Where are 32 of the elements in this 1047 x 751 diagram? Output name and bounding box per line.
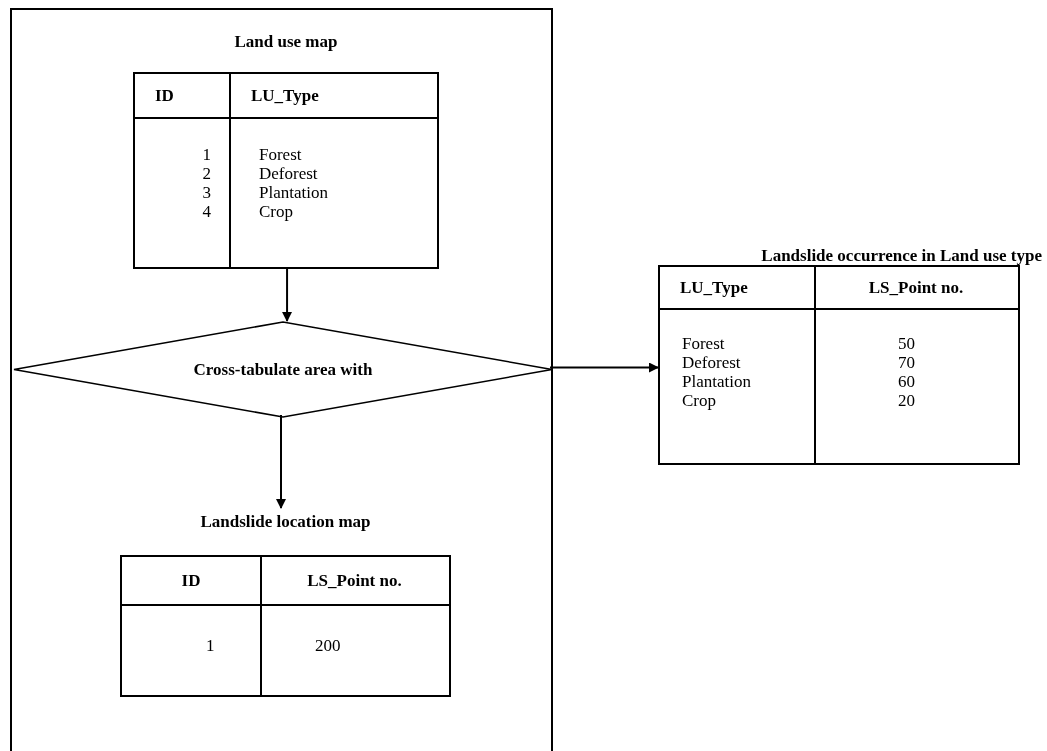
table-entry: 3 xyxy=(202,183,211,202)
table-entry: 200 xyxy=(315,636,341,655)
process-label: Cross-tabulate area with xyxy=(193,358,373,381)
arrow xyxy=(549,362,659,373)
column-heading: ID xyxy=(181,569,201,592)
table-entry: 4 xyxy=(202,202,211,221)
table-title: Land use map xyxy=(234,32,338,52)
column-heading: LS_Point no. xyxy=(868,276,964,299)
arrow xyxy=(282,266,293,322)
table-entry: Crop xyxy=(259,202,293,221)
arrow xyxy=(276,414,286,509)
table-entry: 1 xyxy=(206,636,215,655)
table-entry: 60 xyxy=(898,372,915,391)
frame-box xyxy=(10,8,553,751)
table-entry: 70 xyxy=(898,353,915,372)
table-entry: 2 xyxy=(202,164,211,183)
table-entry: Plantation xyxy=(259,183,328,202)
column-heading: LU_Type xyxy=(680,276,748,299)
table-entry: Deforest xyxy=(682,353,741,372)
table-entry: 1 xyxy=(202,145,211,164)
column-heading: ID xyxy=(155,84,174,107)
table-entry: 50 xyxy=(898,334,915,353)
column-heading: LS_Point no. xyxy=(307,569,402,592)
table-entry: Forest xyxy=(259,145,302,164)
table-entry: Crop xyxy=(682,391,716,410)
table-entry: Forest xyxy=(682,334,725,353)
table-entry: Deforest xyxy=(259,164,318,183)
table-title: Landslide location map xyxy=(200,512,371,532)
table-entry: Plantation xyxy=(682,372,751,391)
column-heading: LU_Type xyxy=(251,84,319,107)
table-title: Landslide occurrence in Land use type xyxy=(761,246,1042,266)
table-entry: 20 xyxy=(898,391,915,410)
